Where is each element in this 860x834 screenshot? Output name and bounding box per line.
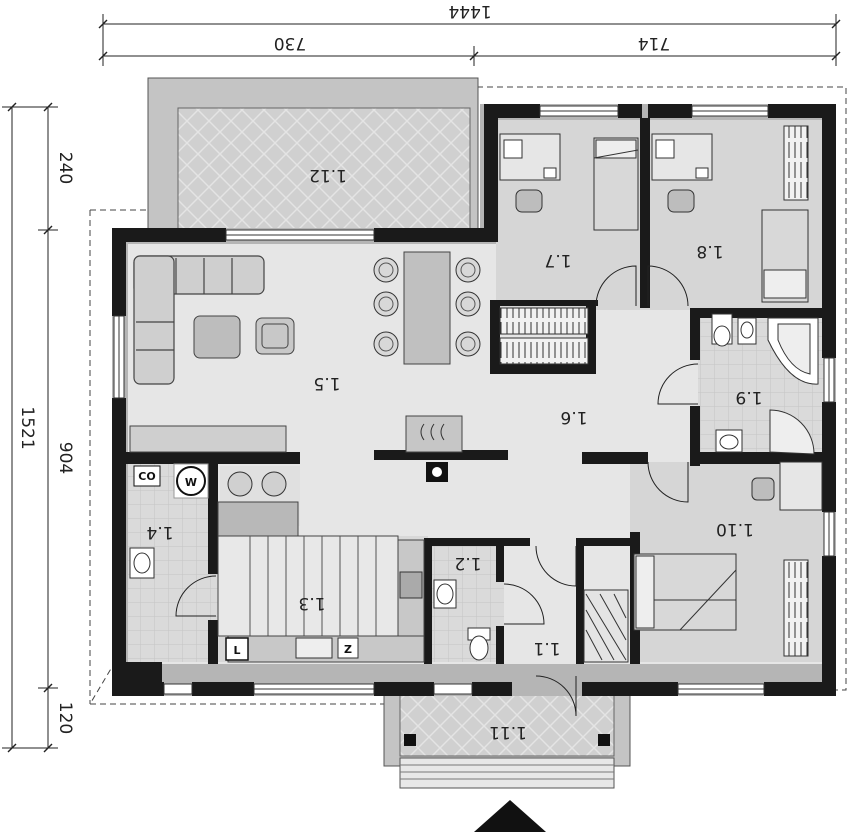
wardrobe-1-7 <box>499 307 589 365</box>
bed-1-8 <box>761 209 809 303</box>
desk-1-10 <box>751 461 823 511</box>
room-label-1-9: 1.9 <box>735 387 762 407</box>
boiler: CO <box>133 465 161 487</box>
washer: W <box>173 463 209 499</box>
windows <box>113 105 835 695</box>
svg-text:L: L <box>233 644 240 657</box>
terrace-1-12 <box>147 77 479 249</box>
bed-1-10 <box>633 553 737 631</box>
room-label-1-6: 1.6 <box>560 407 587 427</box>
dim-top-total: 1444 <box>448 1 491 21</box>
dim-left-lower: 120 <box>55 702 75 734</box>
room-label-1-7: 1.7 <box>544 250 571 270</box>
bed-1-7 <box>593 137 639 231</box>
kitchen-counters <box>217 466 425 663</box>
desk-1-8 <box>651 133 713 213</box>
sink-1-4 <box>129 547 155 579</box>
dining-set <box>373 251 481 365</box>
armchair <box>255 317 295 355</box>
dim-top-right: 714 <box>638 33 670 53</box>
walls <box>112 104 836 696</box>
room-label-1-1: 1.1 <box>533 638 560 658</box>
fireplace <box>405 415 463 482</box>
svg-text:Z: Z <box>344 643 352 656</box>
room-label-1-2: 1.2 <box>454 553 481 573</box>
room-label-1-8: 1.8 <box>696 241 723 261</box>
room-label-1-4: 1.4 <box>146 522 173 542</box>
sofa <box>133 255 265 385</box>
room-label-1-10: 1.10 <box>716 519 754 539</box>
svg-text:W: W <box>185 476 197 489</box>
wardrobe-1-8 <box>783 125 809 201</box>
wardrobe-1-10 <box>783 559 809 657</box>
room-label-1-5: 1.5 <box>313 373 340 393</box>
room-label-1-11: 1.11 <box>489 722 527 742</box>
dimension-ticks <box>7 19 841 753</box>
staircase-1-1 <box>583 589 629 663</box>
coffee-table <box>193 315 241 359</box>
dim-left-upper: 240 <box>55 152 75 184</box>
doors <box>175 265 699 717</box>
stair-start-marker: Z <box>337 637 359 659</box>
svg-text:CO: CO <box>138 470 155 483</box>
entrance-arrow-icon <box>474 800 546 832</box>
bathroom-1-9-fixtures <box>711 313 819 455</box>
desk-1-7 <box>499 133 561 213</box>
dimension-lines <box>2 14 837 749</box>
dim-top-left: 730 <box>274 33 306 53</box>
wc-1-2-fixtures <box>433 579 491 661</box>
room-labels: 1.12 1.7 1.8 1.5 1.6 1.9 1.4 1.10 1.2 1.… <box>146 165 762 742</box>
sideboard <box>129 425 287 453</box>
dim-left-middle: 904 <box>55 442 75 474</box>
fridge: L <box>225 637 249 661</box>
dim-left-total: 1521 <box>17 406 37 449</box>
room-label-1-3: 1.3 <box>298 593 325 613</box>
room-label-1-12: 1.12 <box>309 165 347 185</box>
